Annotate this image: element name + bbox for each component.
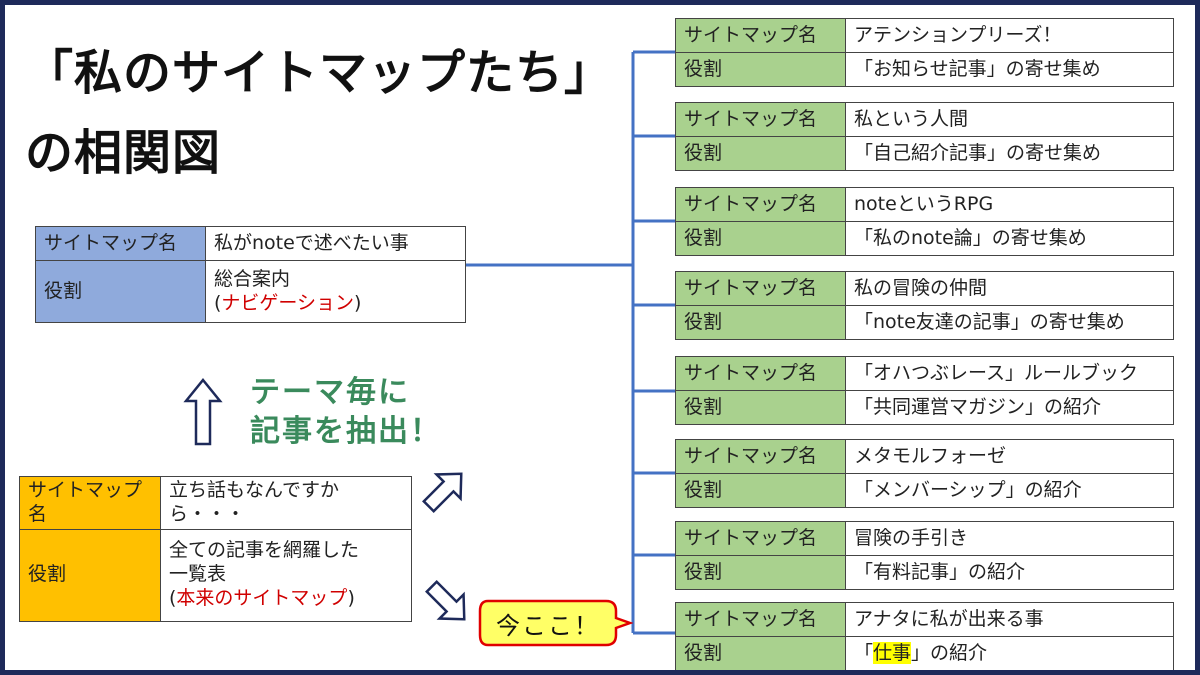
sitemap-item-table: サイトマップ名メタモルフォーゼ役割「メンバーシップ」の紹介 (675, 439, 1174, 508)
outline-up-right-arrow-icon (422, 472, 463, 513)
sitemap-item-table: サイトマップ名冒険の手引き役割「有料記事」の紹介 (675, 521, 1174, 590)
item-name: 「オハつぶレース」ルールブック (845, 356, 1174, 391)
item-role: 「有料記事」の紹介 (845, 555, 1174, 590)
item-role: 「共同運営マガジン」の紹介 (845, 390, 1174, 425)
item-role-text: 「メンバーシップ」の紹介 (854, 478, 1082, 501)
source-role-line-1: 全ての記事を網羅した (169, 539, 360, 562)
item-name-label: サイトマップ名 (675, 102, 846, 137)
source-role-line-2: 一覧表 (169, 563, 227, 586)
title-line-2: の相関図 (25, 125, 222, 181)
item-role-label: 役割 (675, 390, 846, 425)
item-role: 「仕事」の紹介 (845, 636, 1174, 670)
item-name-label: サイトマップ名 (675, 602, 846, 637)
item-role: 「自己紹介記事」の寄せ集め (845, 136, 1174, 171)
paren-close: ) (354, 291, 362, 314)
item-name-label: サイトマップ名 (675, 271, 846, 306)
item-role-label: 役割 (675, 636, 846, 670)
item-role-highlight: 仕事 (873, 641, 912, 664)
item-role-label: 役割 (675, 473, 846, 508)
source-role: 全ての記事を網羅した 一覧表 (本来のサイトマップ) (160, 528, 412, 622)
item-name: アナタに私が出来る事 (845, 602, 1174, 637)
item-role-label: 役割 (675, 221, 846, 256)
you-are-here-callout: 今ここ！ (496, 611, 600, 640)
item-role-text: 「私のnote論」の寄せ集め (854, 226, 1087, 249)
theme-extract-line-2: 記事を抽出！ (250, 414, 442, 449)
item-name-label: サイトマップ名 (675, 521, 846, 556)
source-role-line-3: (本来のサイトマップ) (169, 587, 403, 611)
item-name: 私という人間 (845, 102, 1174, 137)
item-name-label: サイトマップ名 (675, 439, 846, 474)
hub-name-label: サイトマップ名 (35, 226, 206, 261)
outline-down-right-arrow-icon (425, 580, 466, 621)
title-line-1: 「私のサイトマップたち」 (25, 45, 614, 101)
item-name-label: サイトマップ名 (675, 187, 846, 222)
hub-name: 私がnoteで述べたい事 (205, 226, 466, 261)
item-name: アテンションプリーズ！ (845, 18, 1174, 53)
item-role-text: 「共同運営マガジン」の紹介 (854, 395, 1102, 418)
item-name: メタモルフォーゼ (845, 439, 1174, 474)
sitemap-item-table: サイトマップ名私という人間役割「自己紹介記事」の寄せ集め (675, 102, 1174, 171)
item-role-label: 役割 (675, 305, 846, 340)
source-role-label: 役割 (19, 528, 161, 622)
item-role-text: 「お知らせ記事」の寄せ集め (854, 57, 1101, 80)
paren-open: ( (214, 291, 222, 314)
paren-close: ) (347, 586, 355, 609)
source-sitemap-table: サイトマップ名 立ち話もなんですから・・・ 役割 全ての記事を網羅した 一覧表 … (19, 476, 412, 622)
sitemap-item-table: サイトマップ名「オハつぶレース」ルールブック役割「共同運営マガジン」の紹介 (675, 356, 1174, 425)
hub-sitemap-table: サイトマップ名 私がnoteで述べたい事 役割 総合案内 (ナビゲーション) (35, 226, 466, 323)
item-role-text: 「自己紹介記事」の寄せ集め (854, 141, 1102, 164)
sitemap-item-table: サイトマップ名アテンションプリーズ！役割「お知らせ記事」の寄せ集め (675, 18, 1174, 87)
item-name: 私の冒険の仲間 (845, 271, 1174, 306)
item-name: 冒険の手引き (845, 521, 1174, 556)
hub-role: 総合案内 (ナビゲーション) (205, 260, 466, 323)
item-role: 「note友達の記事」の寄せ集め (845, 305, 1174, 340)
item-name-label: サイトマップ名 (675, 18, 846, 53)
item-role: 「お知らせ記事」の寄せ集め (845, 52, 1174, 87)
you-are-here-callout-shape (478, 599, 633, 647)
item-role-text: 「有料記事」の紹介 (854, 560, 1026, 583)
source-name-label: サイトマップ名 (19, 476, 161, 530)
source-name: 立ち話もなんですから・・・ (160, 476, 412, 530)
hub-role-label: 役割 (35, 260, 206, 323)
item-role-label: 役割 (675, 52, 846, 87)
sitemap-item-table: サイトマップ名アナタに私が出来る事役割「仕事」の紹介 (675, 602, 1174, 670)
theme-extract-line-1: テーマ毎に (250, 375, 410, 410)
item-name-label: サイトマップ名 (675, 356, 846, 391)
item-role: 「私のnote論」の寄せ集め (845, 221, 1174, 256)
paren-open: ( (169, 586, 177, 609)
item-role-label: 役割 (675, 555, 846, 590)
item-role-text: 「note友達の記事」の寄せ集め (854, 310, 1125, 333)
item-role-suffix: 」の紹介 (911, 641, 988, 664)
source-role-highlight: 本来のサイトマップ (176, 586, 348, 609)
item-name: noteというRPG (845, 187, 1174, 222)
item-role-text: 「 (854, 641, 874, 664)
item-role-label: 役割 (675, 136, 846, 171)
theme-extract-caption: テーマ毎に 記事を抽出！ (250, 373, 442, 451)
item-role: 「メンバーシップ」の紹介 (845, 473, 1174, 508)
outline-up-arrow-icon (183, 378, 223, 446)
hub-role-highlight: ナビゲーション (221, 291, 355, 314)
hub-role-line-1: 総合案内 (214, 267, 291, 290)
sitemap-item-table: サイトマップ名私の冒険の仲間役割「note友達の記事」の寄せ集め (675, 271, 1174, 340)
hub-role-line-2: (ナビゲーション) (214, 292, 457, 316)
